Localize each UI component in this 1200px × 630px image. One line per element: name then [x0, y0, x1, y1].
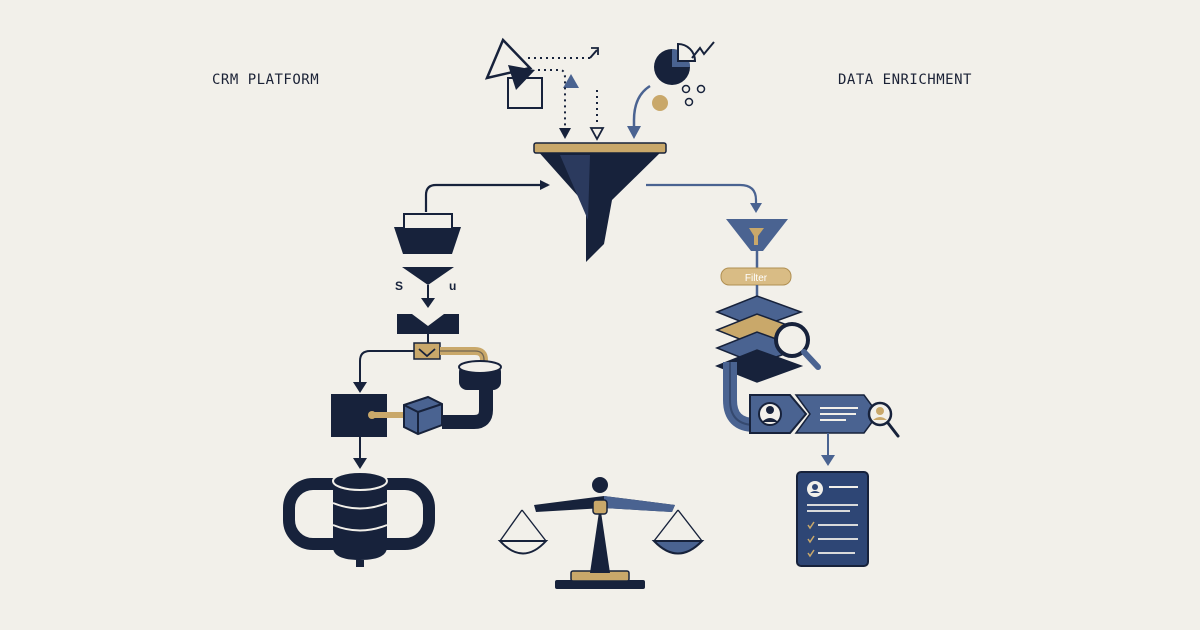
crm-platform-label: CRM PLATFORM	[212, 72, 320, 88]
main-funnel-icon	[533, 142, 667, 262]
database-icon	[283, 471, 435, 567]
profile-tag-icon	[749, 394, 900, 466]
balance-scale-icon	[497, 477, 705, 589]
filter-label: Filter	[745, 273, 768, 284]
shapes-input-icon	[484, 37, 605, 141]
profile-card-icon	[796, 471, 869, 567]
pie-chart-icon	[627, 41, 715, 139]
data-enrichment-label: DATA ENRICHMENT	[838, 72, 972, 88]
u-letter: u	[449, 279, 456, 293]
crm-pipeline: S u	[331, 180, 550, 469]
enrichment-pipeline: Filter	[714, 219, 821, 432]
s-letter: S	[395, 279, 403, 293]
